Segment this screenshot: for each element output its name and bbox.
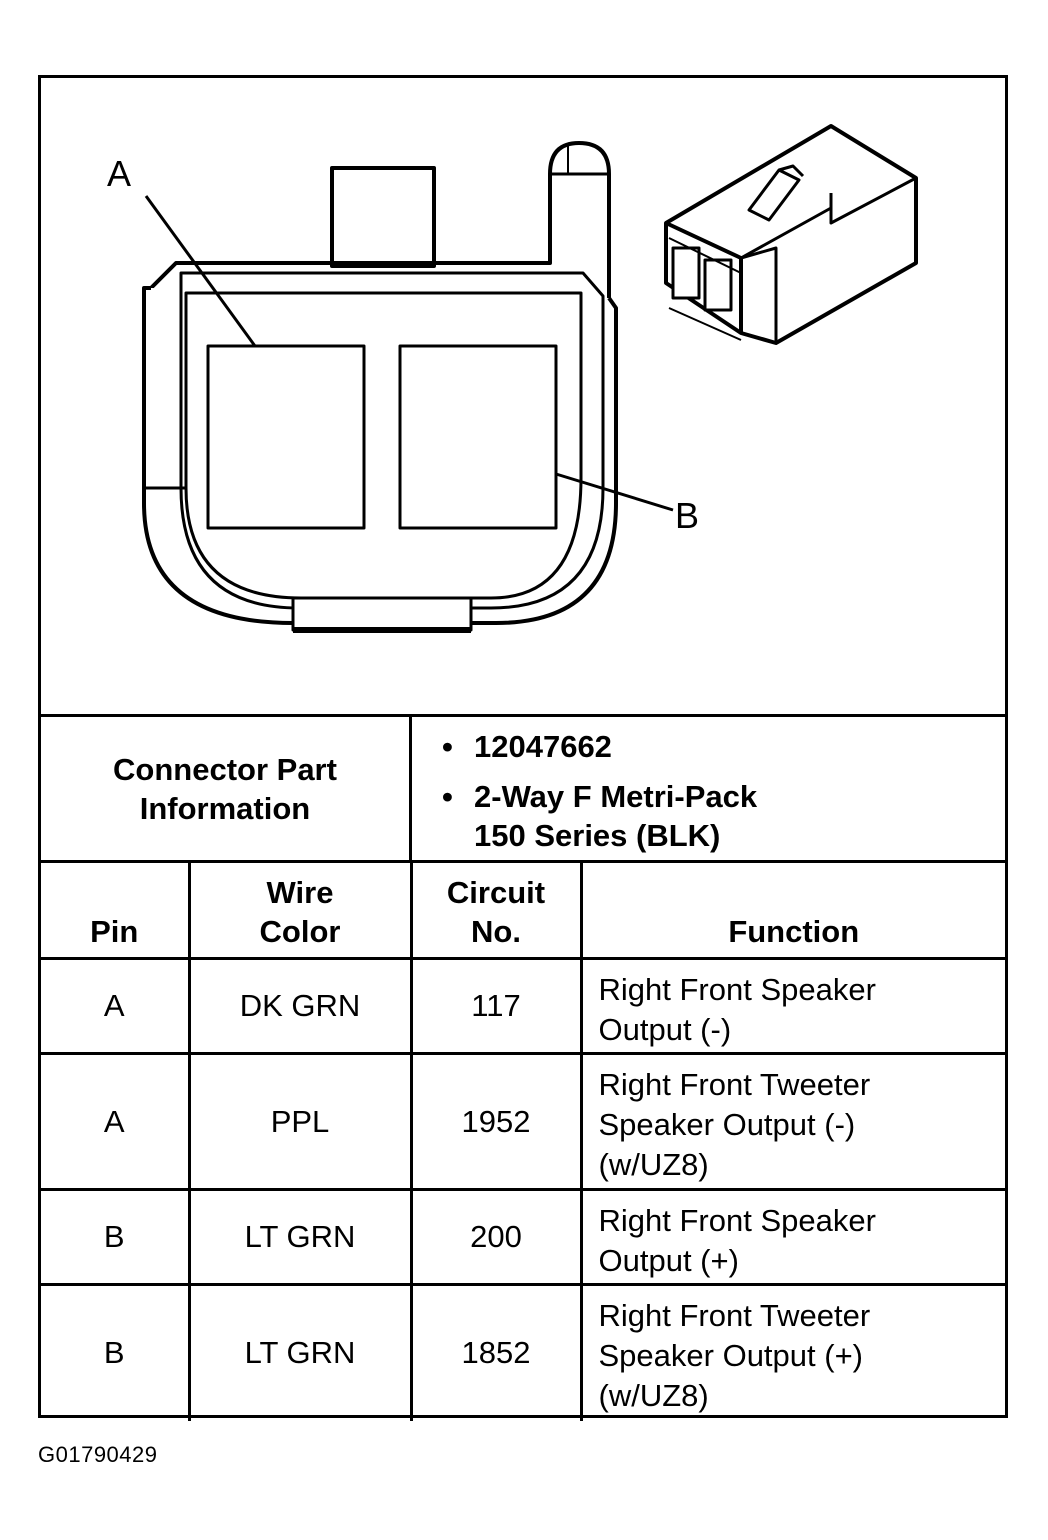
cell-wire-color: LT GRN — [187, 1188, 413, 1286]
cell-wire-color: DK GRN — [187, 957, 413, 1055]
pin-label-b: B — [675, 495, 700, 536]
bullet-icon: • — [442, 729, 453, 764]
bullet-icon: • — [442, 779, 453, 814]
header-wire-color: Wire Color — [187, 861, 413, 960]
connector-face-drawing — [142, 124, 918, 633]
cell-function: Right Front Speaker Output (-) — [579, 957, 1005, 1055]
cell-wire-color: LT GRN — [187, 1283, 413, 1421]
cavity-a — [206, 344, 366, 530]
cavity-b — [398, 344, 558, 530]
cell-circuit: 117 — [409, 957, 583, 1055]
table-row: A DK GRN 117 Right Front Speaker Output … — [41, 957, 1005, 1055]
header-function: Function — [579, 861, 1005, 960]
connector-diagram: A B — [41, 78, 1005, 714]
cell-pin: A — [41, 1052, 191, 1191]
header-circuit: Circuit No. — [409, 861, 583, 960]
cell-function: Right Front Tweeter Speaker Output (-) (… — [579, 1052, 1005, 1191]
header-pin: Pin — [41, 861, 191, 960]
cell-circuit: 1952 — [409, 1052, 583, 1191]
connector-part-info: Connector Part Information • 12047662 • … — [41, 714, 1005, 860]
cell-function: Right Front Speaker Output (+) — [579, 1188, 1005, 1286]
table-row: B LT GRN 1852 Right Front Tweeter Speake… — [41, 1283, 1005, 1421]
cell-pin: B — [41, 1188, 191, 1286]
figure-id: G01790429 — [38, 1442, 158, 1467]
leader-line-b — [555, 472, 674, 512]
connector-info-values-cell: • 12047662 • 2-Way F Metri-Pack 150 Seri… — [412, 717, 1005, 860]
cell-function: Right Front Tweeter Speaker Output (+) (… — [579, 1283, 1005, 1421]
table-row: B LT GRN 200 Right Front Speaker Output … — [41, 1188, 1005, 1286]
description-line2: 150 Series (BLK) — [474, 818, 721, 853]
part-number: 12047662 — [474, 729, 612, 764]
table-header-row: Pin Wire Color Circuit No. Function — [41, 861, 1005, 960]
cell-wire-color: PPL — [187, 1052, 413, 1191]
description-item: • 2-Way F Metri-Pack — [442, 777, 758, 816]
cell-circuit: 1852 — [409, 1283, 583, 1421]
connector-info-label: Connector Part Information — [113, 751, 337, 826]
leader-line-a — [144, 195, 257, 347]
connector-figure: A B Connector Part Information • 1204766… — [38, 75, 1008, 1421]
table-row: A PPL 1952 Right Front Tweeter Speaker O… — [41, 1052, 1005, 1191]
description-line1: 2-Way F Metri-Pack — [474, 779, 758, 814]
cell-pin: A — [41, 957, 191, 1055]
connector-info-label-cell: Connector Part Information — [41, 717, 412, 860]
description-item-line2: 150 Series (BLK) — [474, 816, 720, 855]
cell-pin: B — [41, 1283, 191, 1421]
connector-bottom-key — [291, 596, 473, 632]
cell-circuit: 200 — [409, 1188, 583, 1286]
part-number-item: • 12047662 — [442, 727, 612, 766]
connector-3d-view — [664, 124, 918, 345]
connector-top-tab — [330, 166, 436, 268]
pin-table: Pin Wire Color Circuit No. Function A DK… — [41, 860, 1005, 1421]
pin-label-a: A — [107, 153, 132, 194]
